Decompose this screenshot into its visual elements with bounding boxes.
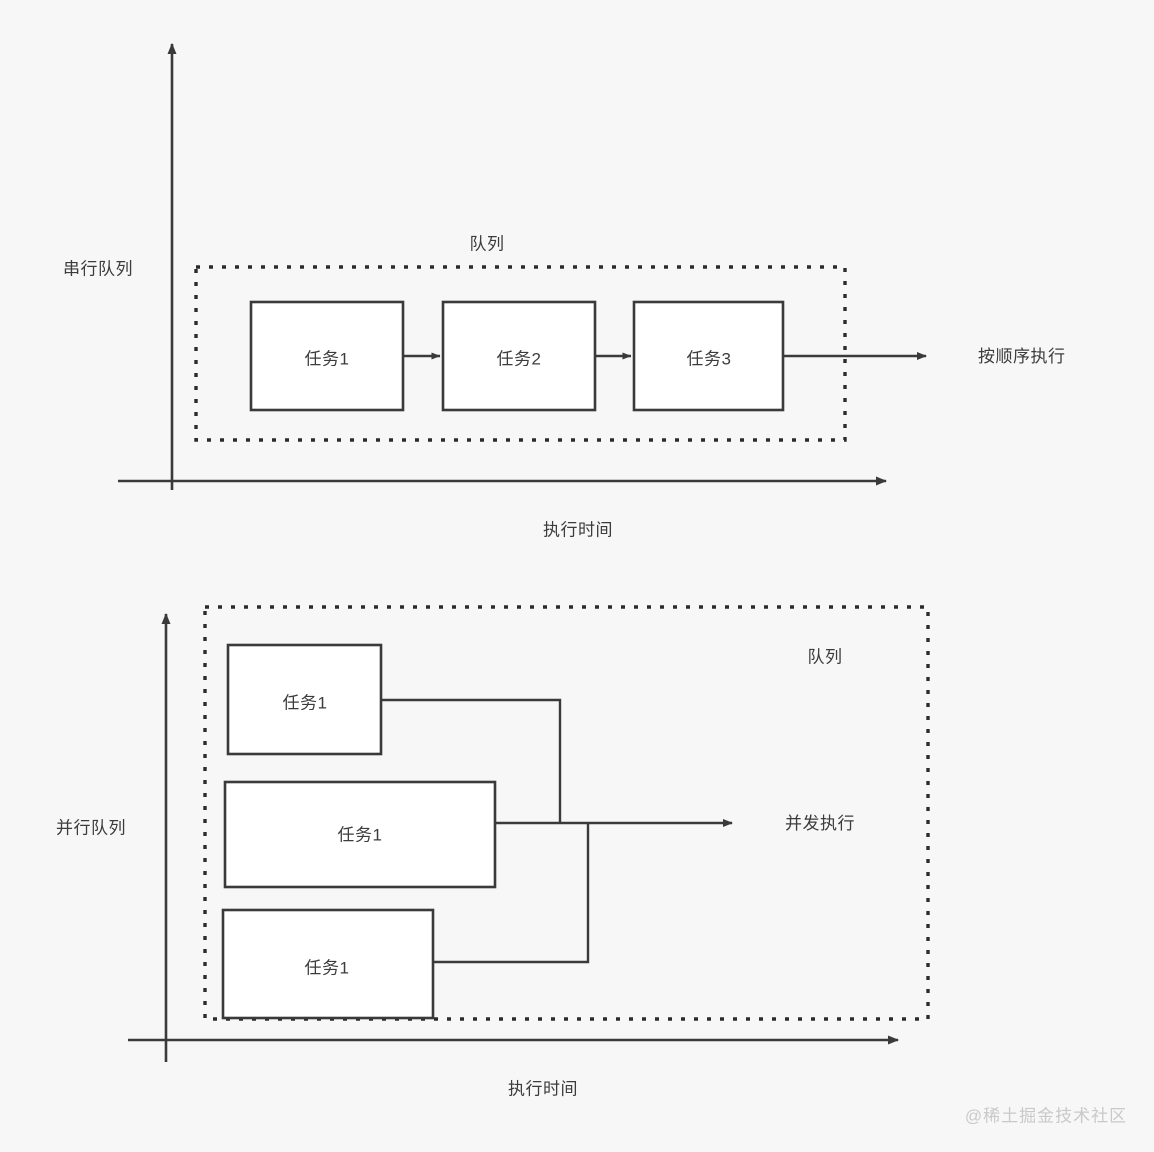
concurrent-task-label-3: 任务1 [304, 958, 350, 978]
concurrent-connector-task-3 [433, 823, 590, 964]
serial-queue-diagram [118, 43, 927, 490]
serial-task-box-2[interactable] [441, 300, 597, 412]
concurrent-task-label-2: 任务1 [337, 825, 383, 845]
concurrent-queue-diagram [128, 605, 930, 1062]
serial-result-label: 按顺序执行 [978, 347, 1066, 366]
concurrent-result-label: 并发执行 [785, 814, 855, 833]
watermark: @稀土掘金技术社区 [964, 1106, 1128, 1126]
concurrent-task-box-3[interactable] [221, 908, 435, 1020]
serial-task-box-1[interactable] [249, 300, 405, 412]
serial-task-label-2: 任务2 [496, 349, 542, 369]
serial-task-label-3: 任务3 [686, 349, 732, 369]
concurrent-y-axis-label: 并行队列 [56, 818, 126, 838]
concurrent-task-box-2[interactable] [223, 780, 497, 889]
concurrent-queue-boundary [203, 605, 930, 1021]
concurrent-x-axis-label: 执行时间 [508, 1079, 578, 1099]
concurrent-task-box-1[interactable] [226, 643, 383, 756]
serial-queue-boundary [194, 265, 847, 442]
serial-queue-label: 队列 [469, 234, 505, 254]
concurrent-queue-label: 队列 [807, 647, 843, 667]
serial-x-axis-label: 执行时间 [543, 520, 613, 540]
serial-task-label-1: 任务1 [304, 349, 350, 369]
concurrent-task-label-1: 任务1 [282, 693, 328, 713]
serial-y-axis-label: 串行队列 [63, 259, 133, 279]
concurrent-connector-task-1 [381, 698, 562, 823]
